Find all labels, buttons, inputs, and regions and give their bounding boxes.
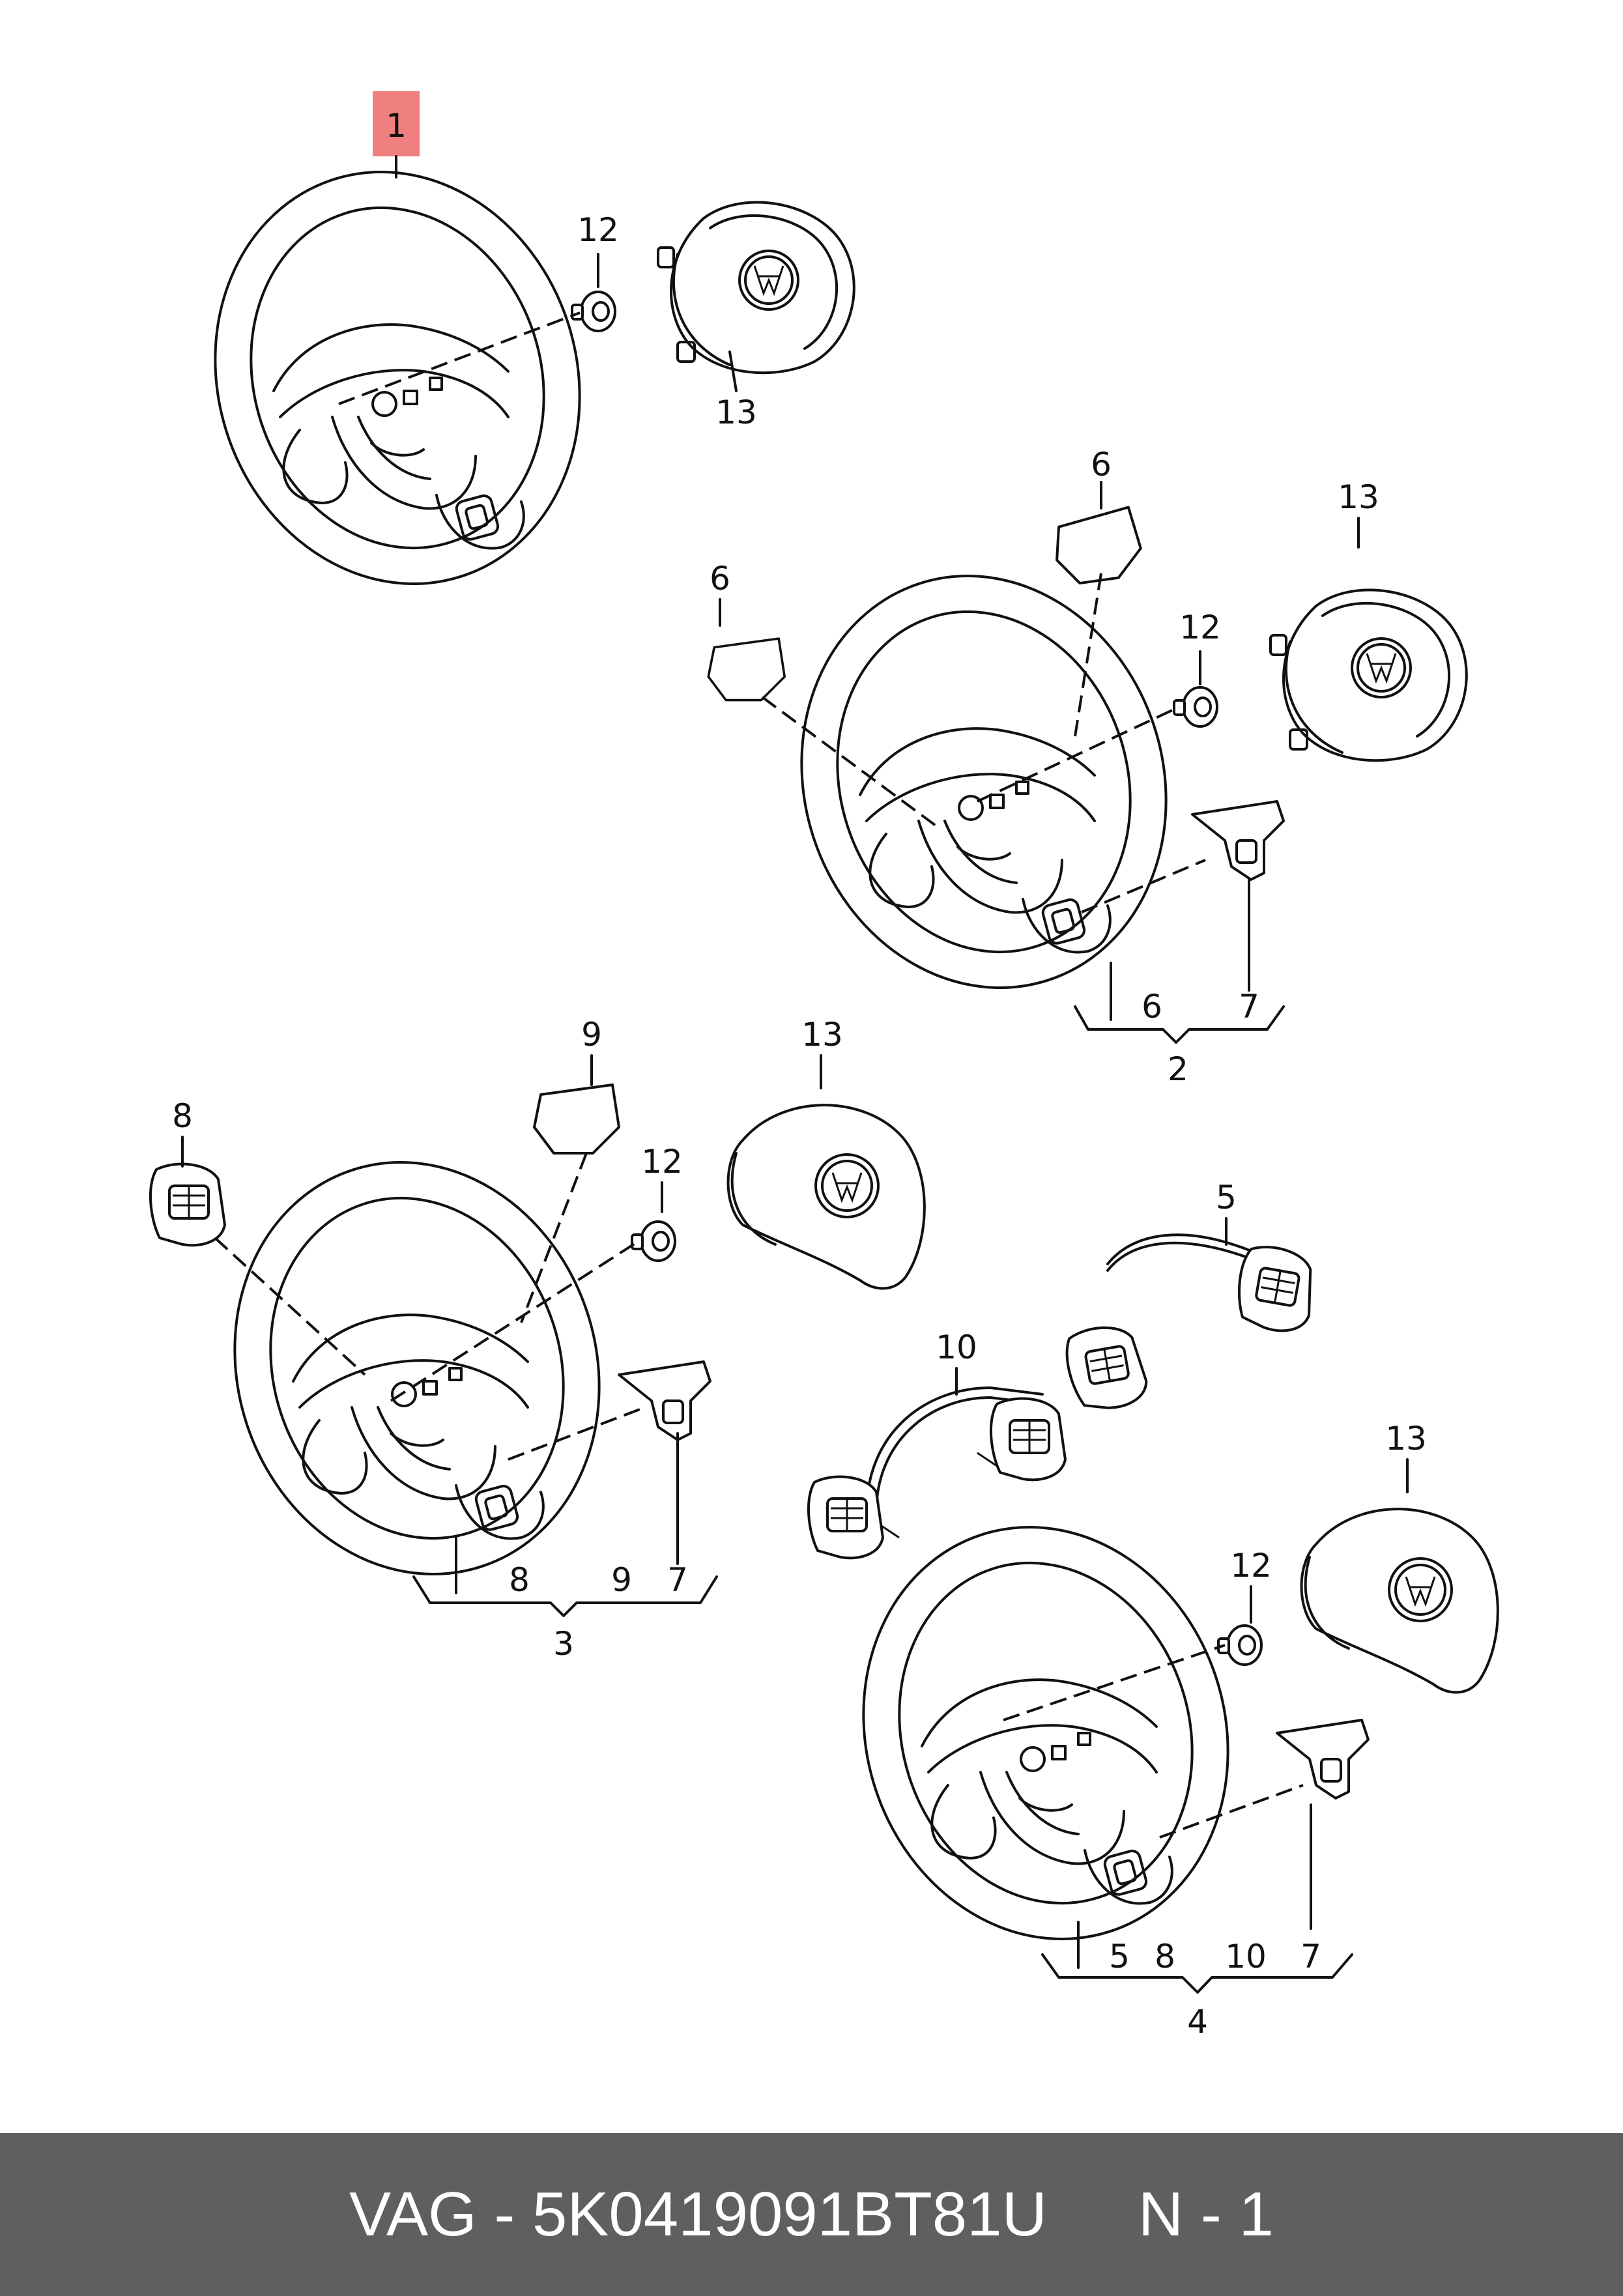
steering-wheel-icon	[809, 1478, 1282, 1988]
callout-6: 6	[1142, 988, 1162, 1026]
callout-5: 5	[1109, 1938, 1130, 1975]
separator: -	[494, 2179, 515, 2249]
airbag-module-icon	[726, 1104, 926, 1290]
trim-cover-icon	[1276, 1719, 1370, 1800]
page-indicator: N - 1	[1138, 2179, 1274, 2249]
callout-6: 6	[1091, 446, 1112, 483]
callout-10: 10	[1225, 1938, 1267, 1975]
group-3-wheel: 8 9 12 13 8 9 7 3	[149, 1016, 926, 1663]
callout-3: 3	[553, 1625, 574, 1663]
callout-7: 7	[667, 1561, 688, 1599]
callout-5: 5	[1216, 1179, 1237, 1216]
callout-12: 12	[641, 1143, 683, 1181]
trim-cover-icon	[618, 1360, 711, 1441]
callout-8: 8	[509, 1561, 530, 1599]
brand-label: VAG	[349, 2179, 477, 2249]
wiring-harness-icon	[865, 1233, 1278, 1539]
callout-12: 12	[577, 211, 619, 249]
callout-13: 13	[1338, 478, 1379, 516]
callout-2: 2	[1168, 1050, 1188, 1088]
callout-7: 7	[1300, 1938, 1321, 1975]
airbag-module-icon	[657, 201, 855, 375]
group-1-wheel: 1 12 13	[161, 91, 855, 633]
callout-6: 6	[710, 560, 730, 597]
group-4-wheel: 5 10 13 12 5 8 10 7 4	[807, 1179, 1499, 2041]
button-panel-icon	[1231, 1241, 1321, 1337]
group-2-wheel: 6 6 12 13 6 7 2	[707, 446, 1468, 1088]
callout-8: 8	[172, 1097, 193, 1135]
button-panel-icon	[1061, 1319, 1151, 1416]
bolt-icon	[1173, 686, 1218, 728]
callout-1: 1	[386, 107, 407, 145]
callout-12: 12	[1179, 609, 1221, 646]
bolt-icon	[631, 1220, 676, 1262]
callout-8: 8	[1155, 1938, 1175, 1975]
steering-wheel-icon	[161, 122, 634, 633]
callout-9: 9	[611, 1561, 632, 1599]
callout-7: 7	[1239, 988, 1259, 1026]
highlight-box	[373, 91, 420, 156]
button-panel-icon	[149, 1162, 226, 1247]
button-panel-icon	[807, 1475, 884, 1560]
callout-13: 13	[801, 1016, 843, 1054]
callout-4: 4	[1187, 2003, 1208, 2041]
trim-cover-icon	[1191, 800, 1285, 881]
airbag-module-icon	[1300, 1508, 1499, 1694]
part-number: 5K0419091BT81U	[532, 2179, 1047, 2249]
callout-13: 13	[1385, 1420, 1427, 1457]
button-panel-icon	[533, 1083, 620, 1155]
callout-12: 12	[1230, 1547, 1272, 1585]
callout-10: 10	[936, 1328, 977, 1366]
callout-13: 13	[715, 394, 757, 431]
steering-wheel-icon	[180, 1113, 654, 1624]
trim-cover-icon	[707, 637, 786, 702]
button-panel-icon	[989, 1397, 1067, 1482]
callout-9: 9	[581, 1016, 602, 1054]
part-number-footer: VAG - 5K0419091BT81U N - 1	[0, 2133, 1623, 2296]
parts-diagram: 1 12 13 6 6 12 13 6 7 2	[149, 91, 1499, 2041]
bolt-icon	[571, 291, 616, 332]
steering-wheel-icon	[747, 526, 1220, 1037]
trim-cover-icon	[1050, 505, 1146, 588]
airbag-module-icon	[1269, 588, 1468, 762]
